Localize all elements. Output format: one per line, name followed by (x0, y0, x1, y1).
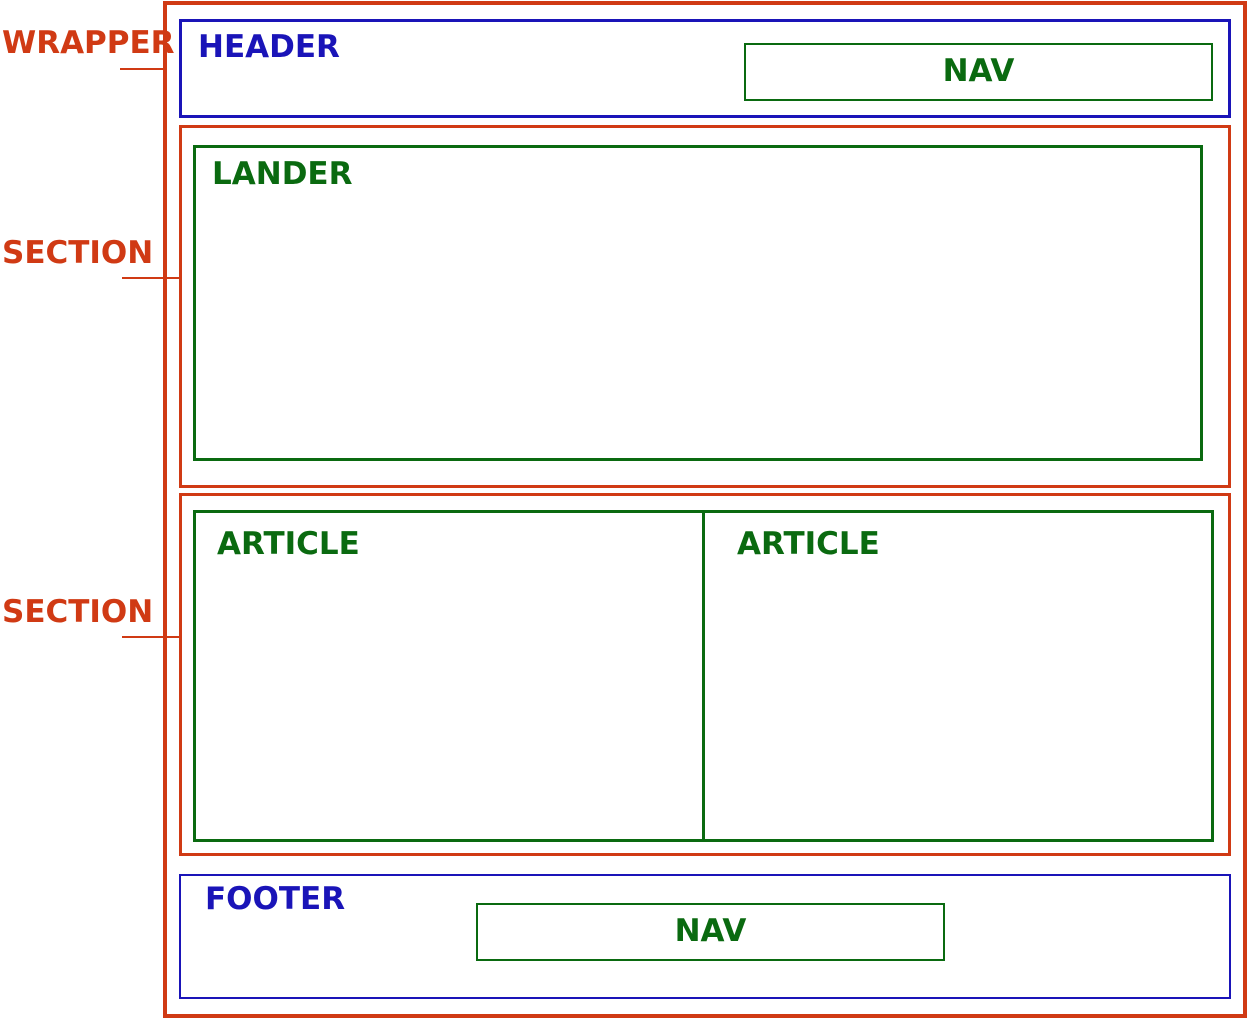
article-right-title: ARTICLE (737, 526, 880, 562)
article-box-left: ARTICLE (193, 510, 705, 842)
lander-title: LANDER (212, 156, 353, 192)
article-box-right: ARTICLE (702, 510, 1214, 842)
header-box: HEADER (179, 19, 1231, 118)
header-nav-box: NAV (744, 43, 1213, 101)
wrapper-leader-line (120, 68, 164, 70)
header-title: HEADER (198, 29, 340, 65)
section-top-leader-line (122, 277, 180, 279)
footer-nav-box: NAV (476, 903, 945, 961)
lander-box: LANDER (193, 145, 1203, 461)
article-left-title: ARTICLE (217, 526, 360, 562)
section-top-label: SECTION (2, 235, 154, 271)
section-bottom-label: SECTION (2, 594, 154, 630)
section-top-box (179, 125, 1231, 488)
section-bottom-box (179, 493, 1231, 856)
footer-nav-label: NAV (674, 913, 747, 949)
footer-box: FOOTER (179, 874, 1231, 999)
footer-title: FOOTER (205, 881, 346, 917)
wrapper-box (163, 1, 1247, 1018)
header-nav-label: NAV (942, 53, 1015, 89)
wrapper-label: WRAPPER (2, 25, 175, 61)
section-bottom-leader-line (122, 636, 180, 638)
